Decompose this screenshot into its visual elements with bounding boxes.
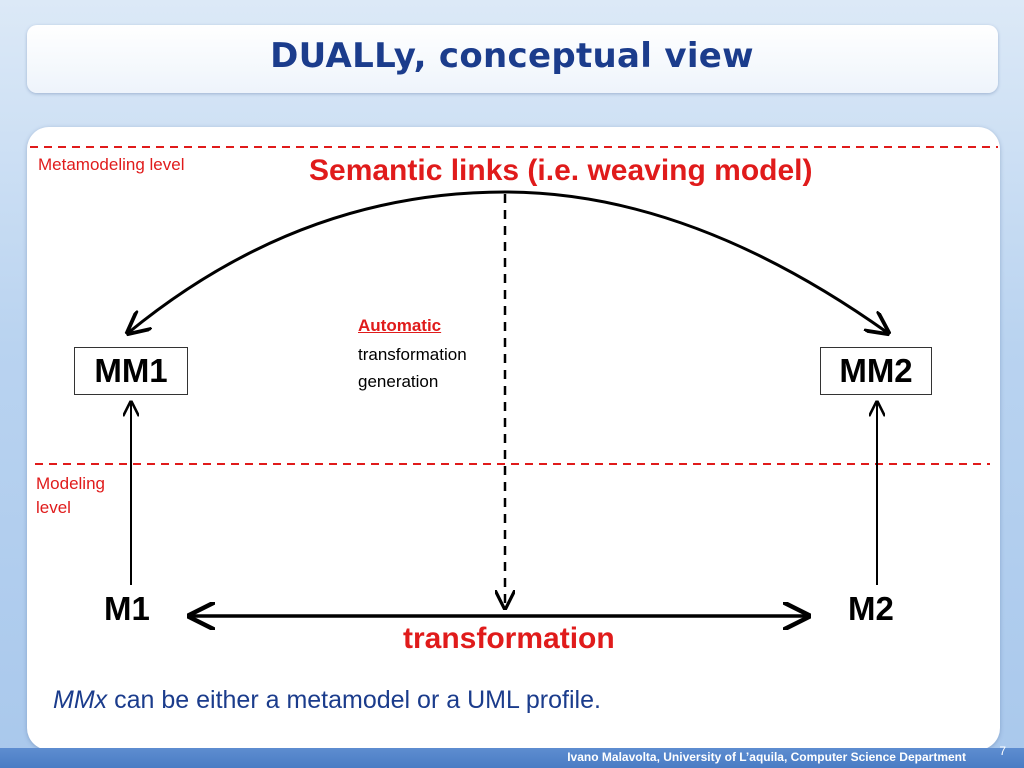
- automatic-label: Automatic: [358, 316, 442, 335]
- semantic-links-right-arc: [504, 190, 888, 333]
- semantic-links-left-arc: [128, 190, 506, 333]
- mmx-note: MMx can be either a metamodel or a UML p…: [53, 686, 601, 715]
- transformation-label: transformation: [403, 622, 615, 655]
- mmx-note-text: can be either a metamodel or a UML profi…: [107, 686, 601, 714]
- modeling-level-label-line1: Modeling: [36, 474, 105, 493]
- modeling-level-label-line2: level: [36, 498, 71, 517]
- footer-bar: Ivano Malavolta, University of L’aquila,…: [0, 744, 1024, 768]
- transformation-generation-line1: transformation: [358, 345, 467, 364]
- mm2-box: MM2: [820, 347, 932, 395]
- content-panel: [27, 127, 1000, 750]
- mm1-box: MM1: [74, 347, 188, 395]
- footer-text: Ivano Malavolta, University of L’aquila,…: [567, 750, 966, 764]
- mmx-term: MMx: [53, 686, 108, 714]
- metamodeling-level-label: Metamodeling level: [38, 155, 185, 174]
- page-number: 7: [999, 744, 1006, 758]
- m2-label: M2: [848, 590, 894, 627]
- title-panel: [27, 25, 998, 93]
- semantic-links-label: Semantic links (i.e. weaving model): [309, 154, 813, 187]
- m1-label: M1: [104, 590, 150, 627]
- transformation-generation-line2: generation: [358, 372, 439, 391]
- slide-title: DUALLy, conceptual view: [270, 36, 754, 76]
